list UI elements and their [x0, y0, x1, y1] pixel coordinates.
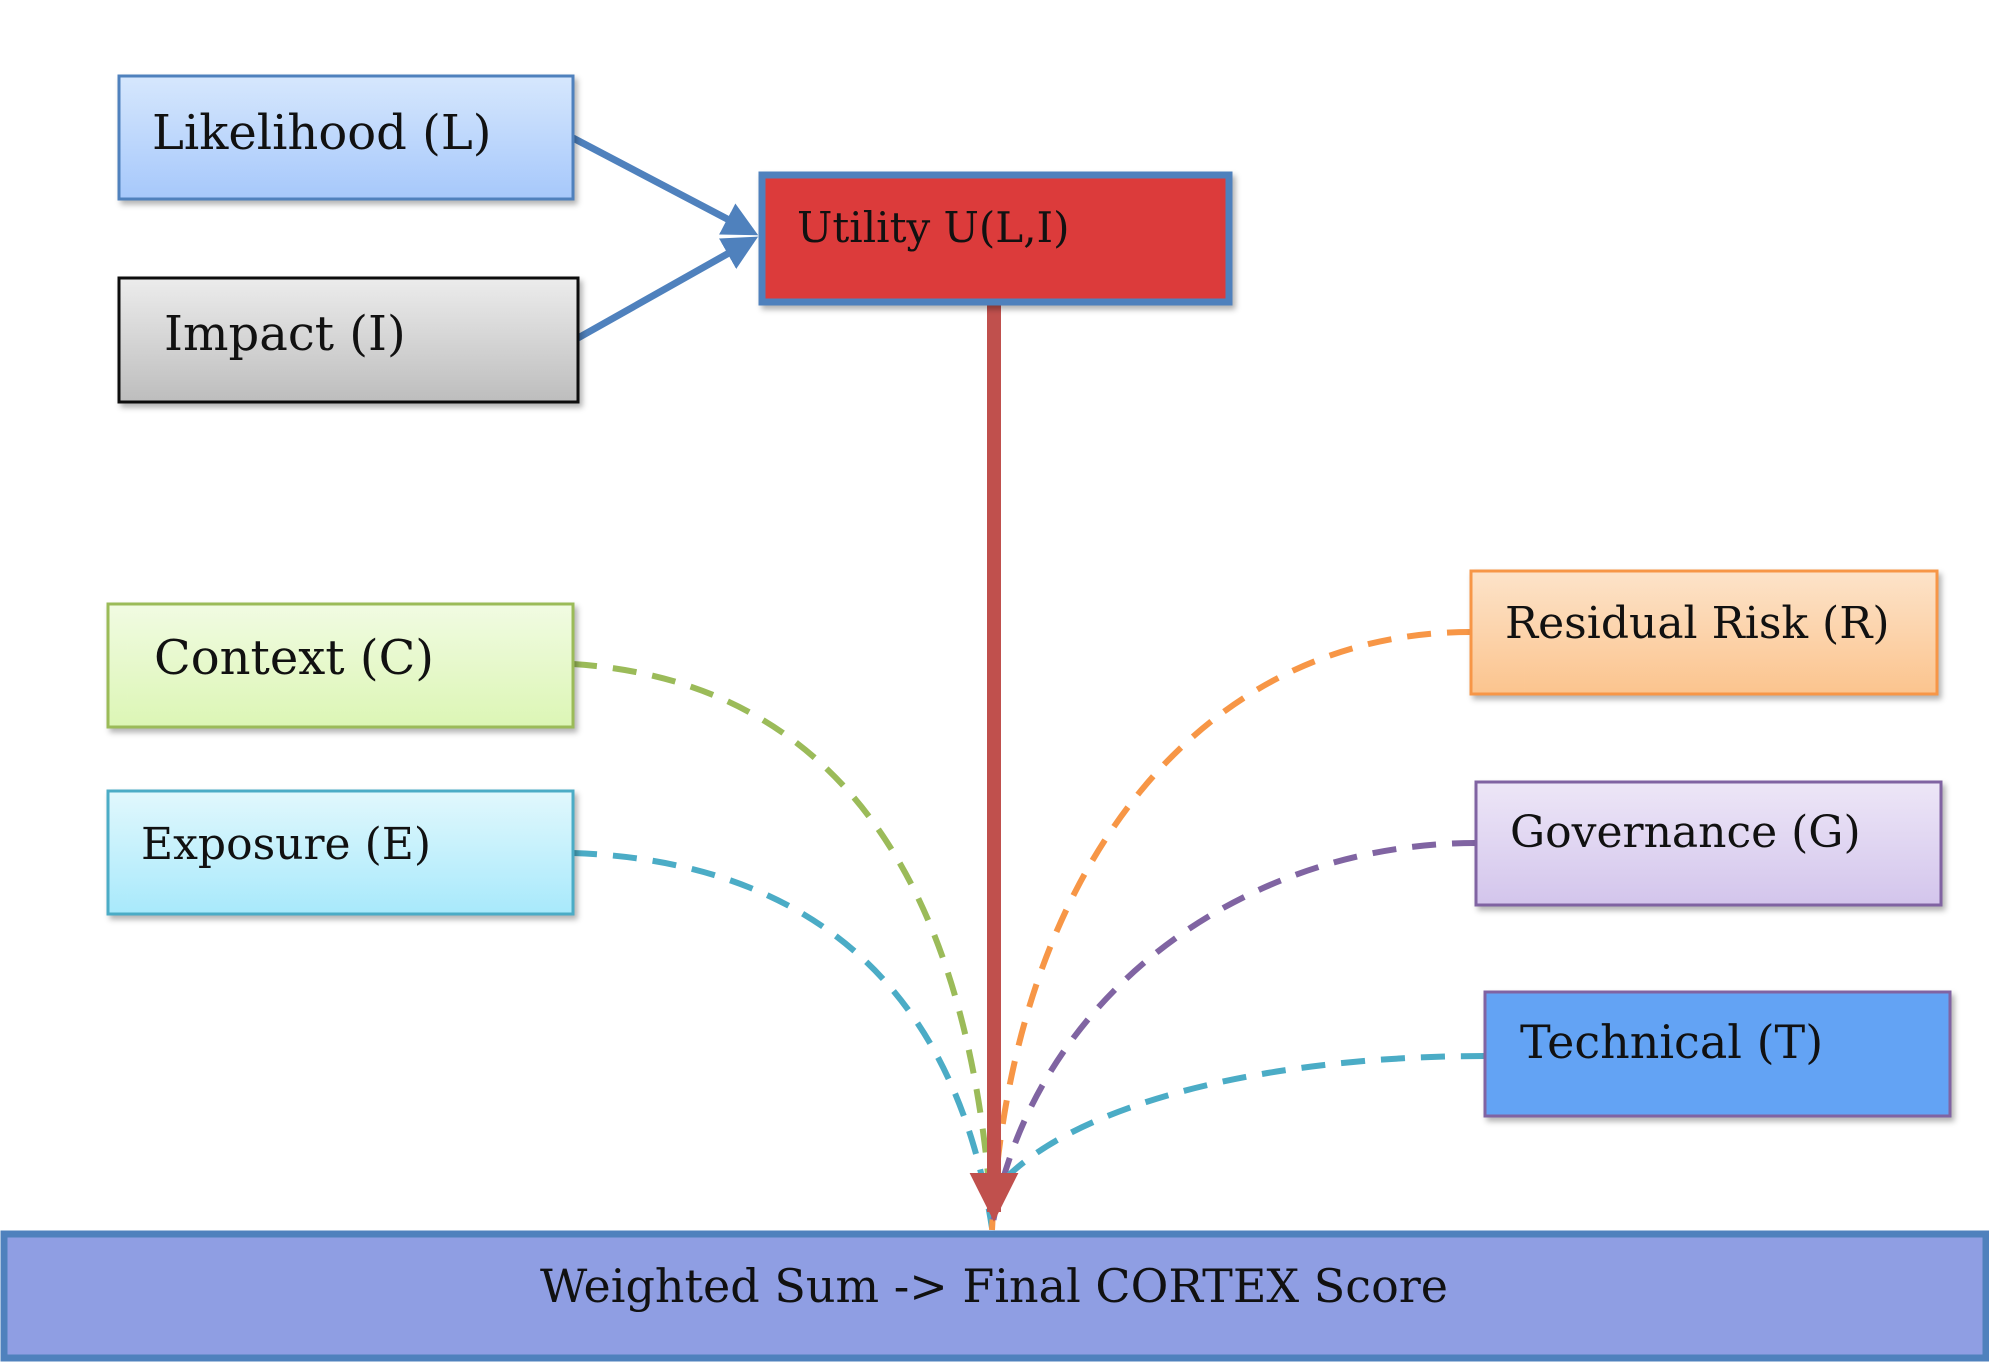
technical-box: Technical (T) [1483, 990, 1952, 1118]
residual-risk-to-score-line [989, 629, 1472, 1231]
likelihood-to-utility-arrow [571, 134, 759, 236]
technical-to-score-line [992, 1053, 1486, 1192]
likelihood-box: Likelihood (L) [117, 74, 575, 201]
final-score-label: Weighted Sum -> Final CORTEX Score [540, 1259, 1448, 1313]
technical-label: Technical (T) [1520, 1015, 1823, 1069]
utility-label: Utility U(L,I) [797, 203, 1070, 252]
likelihood-label: Likelihood (L) [152, 105, 491, 161]
impact-to-utility-arrow [576, 236, 759, 342]
governance-to-score-line [989, 840, 1477, 1229]
governance-label: Governance (G) [1510, 807, 1861, 858]
final-score-box: Weighted Sum -> Final CORTEX Score [0, 1230, 1989, 1362]
exposure-label: Exposure (E) [141, 819, 431, 870]
exposure-to-score-line [572, 850, 995, 1229]
exposure-box: Exposure (E) [106, 789, 575, 916]
residual-risk-box: Residual Risk (R) [1469, 569, 1939, 696]
impact-label: Impact (I) [164, 306, 406, 362]
context-label: Context (C) [154, 630, 434, 686]
residual-risk-label: Residual Risk (R) [1505, 598, 1890, 649]
impact-box: Impact (I) [117, 276, 580, 404]
utility-box: Utility U(L,I) [758, 171, 1233, 306]
governance-box: Governance (G) [1474, 780, 1943, 907]
context-box: Context (C) [106, 602, 575, 729]
context-to-score-line [572, 661, 995, 1226]
